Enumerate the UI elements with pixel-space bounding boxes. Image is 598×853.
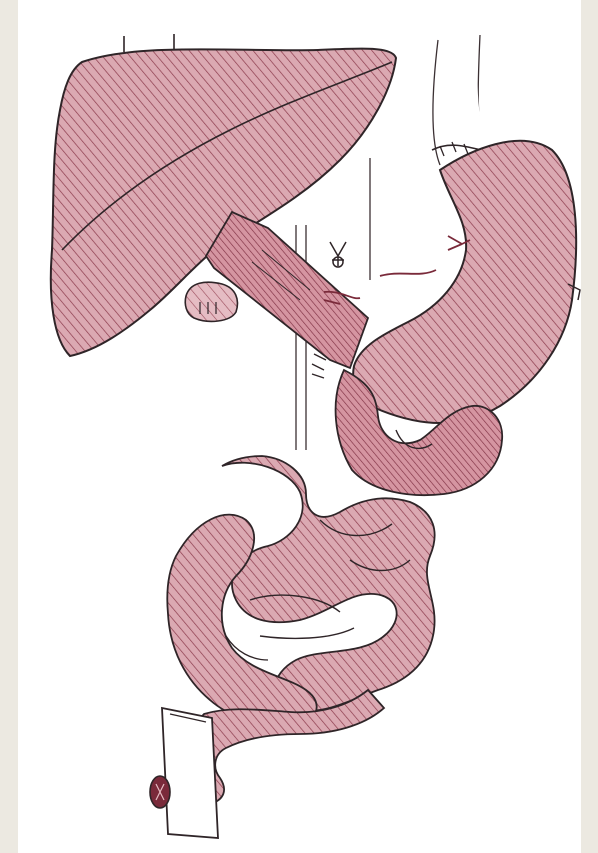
ligature-marker (330, 242, 346, 267)
vessel-clips (312, 354, 326, 378)
esophagus (432, 38, 490, 156)
small-intestine (167, 456, 434, 726)
gallbladder (185, 282, 237, 321)
stoma-bag (150, 708, 218, 838)
stomach (353, 141, 580, 423)
